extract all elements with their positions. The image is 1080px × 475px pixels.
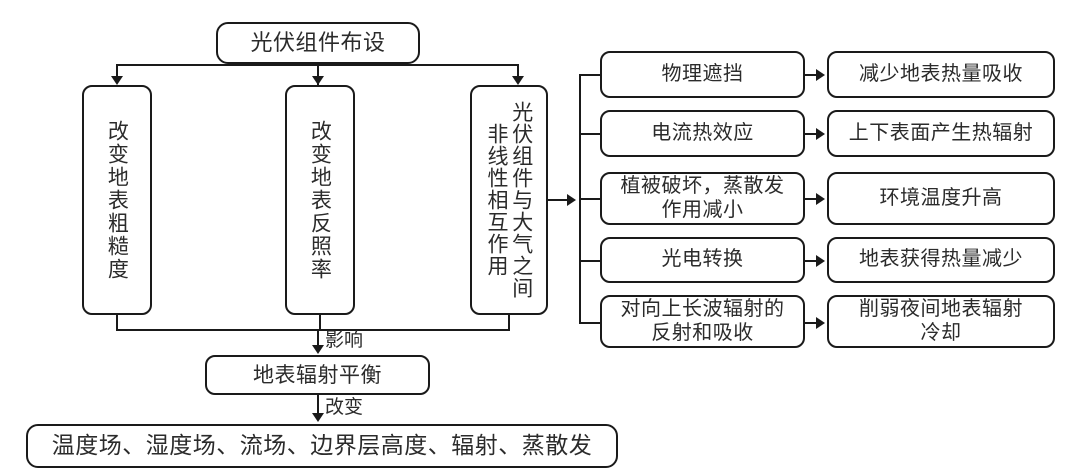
arrowhead-mech-5 <box>816 317 825 329</box>
arrowhead-mech-4 <box>816 255 825 267</box>
arrowhead-to-bracket <box>567 194 576 206</box>
connector-balance-to-outcome <box>317 395 319 415</box>
arrowhead-to-balance <box>312 345 324 354</box>
node-surface-roughness[interactable]: 改变地表粗糙度 <box>82 85 152 315</box>
connector-bracket-branch-1 <box>579 74 601 76</box>
connector-riser-3 <box>508 315 510 331</box>
node-affected-fields[interactable]: 温度场、湿度场、流场、边界层高度、辐射、蒸散发 <box>26 424 618 468</box>
connector-drop-1 <box>116 64 118 78</box>
connector-to-balance <box>317 329 319 347</box>
node-pv-atmosphere-interaction[interactable]: 光伏组件与大气之间非线性相互作用 <box>470 85 548 315</box>
node-outcome-less-surface-heat-absorption[interactable]: 减少地表热量吸收 <box>827 51 1055 98</box>
node-surface-albedo[interactable]: 改变地表反照率 <box>285 85 355 315</box>
connector-mech-out-5 <box>805 322 822 324</box>
node-outcome-less-surface-heat-gain[interactable]: 地表获得热量减少 <box>827 237 1055 283</box>
arrowhead-to-roughness <box>111 76 123 85</box>
connector-merge-bar <box>116 329 510 331</box>
edge-label-influence: 影响 <box>325 330 364 351</box>
connector-interaction-out <box>548 199 574 201</box>
arrowhead-mech-1 <box>816 69 825 81</box>
connector-bracket-branch-5 <box>579 322 601 324</box>
arrowhead-mech-3 <box>816 193 825 205</box>
edge-label-change: 改变 <box>325 397 364 418</box>
node-mechanism-vegetation-loss[interactable]: 植被破坏，蒸散发 作用减小 <box>600 172 805 225</box>
node-mechanism-joule-heating[interactable]: 电流热效应 <box>600 110 805 157</box>
connector-mech-out-3 <box>805 198 822 200</box>
node-pv-deployment[interactable]: 光伏组件布设 <box>216 22 420 64</box>
connector-mech-out-4 <box>805 260 822 262</box>
arrowhead-to-interaction <box>512 76 524 85</box>
node-outcome-thermal-radiation-both-surfaces[interactable]: 上下表面产生热辐射 <box>827 110 1055 157</box>
connector-drop-2 <box>317 64 319 78</box>
node-mechanism-physical-shading[interactable]: 物理遮挡 <box>600 51 805 98</box>
connector-bracket-branch-2 <box>579 133 601 135</box>
connector-bracket-branch-3 <box>579 198 601 200</box>
arrowhead-to-outcome <box>312 413 324 422</box>
connector-mech-out-2 <box>805 133 822 135</box>
node-mechanism-longwave-reflection[interactable]: 对向上长波辐射的 反射和吸收 <box>600 295 805 348</box>
connector-mech-out-1 <box>805 74 822 76</box>
arrowhead-mech-2 <box>816 128 825 140</box>
node-mechanism-photoelectric-conversion[interactable]: 光电转换 <box>600 237 805 283</box>
node-outcome-weakened-nocturnal-cooling[interactable]: 削弱夜间地表辐射 冷却 <box>827 295 1055 348</box>
connector-drop-3 <box>517 64 519 78</box>
connector-riser-2 <box>319 315 321 331</box>
connector-bracket-branch-4 <box>579 260 601 262</box>
node-surface-radiation-balance[interactable]: 地表辐射平衡 <box>205 355 430 395</box>
node-outcome-ambient-temperature-rise[interactable]: 环境温度升高 <box>827 172 1055 225</box>
connector-riser-1 <box>116 315 118 331</box>
arrowhead-to-albedo <box>312 76 324 85</box>
